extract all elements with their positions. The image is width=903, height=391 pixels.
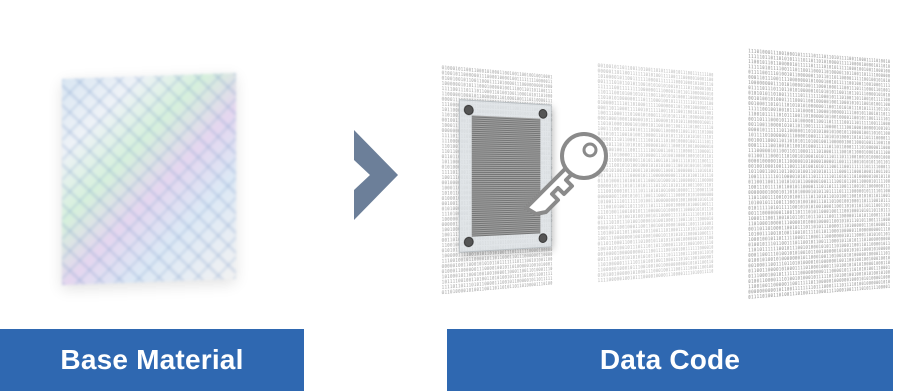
binary-code-wall-2: 0010010110110011010011010111001011100111… (598, 63, 715, 283)
chevron-right-icon (352, 130, 400, 220)
screw-icon (539, 109, 548, 119)
binary-code-wall-3: 1110100011100100010111110111011010111100… (748, 48, 891, 300)
screw-icon (539, 233, 548, 243)
screw-icon (464, 105, 474, 116)
screw-icon (464, 237, 474, 248)
base-material-label: Base Material (60, 344, 243, 376)
data-code-label-bar: Data Code (447, 329, 893, 391)
key-icon (520, 128, 615, 223)
hologram-sheet-image (62, 73, 236, 285)
data-code-label: Data Code (600, 344, 740, 376)
base-material-label-bar: Base Material (0, 329, 304, 391)
